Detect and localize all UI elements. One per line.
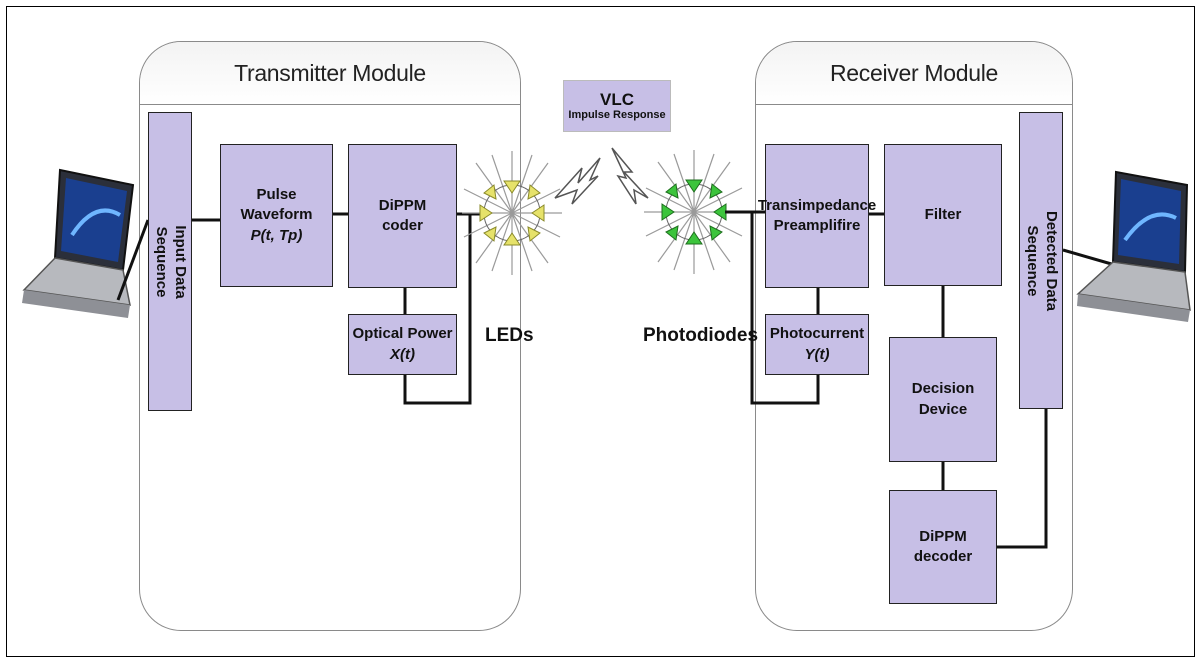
optical-label-line1: Optical Power (352, 325, 453, 343)
vlc-impulse-response-block: VLC Impulse Response (563, 80, 671, 132)
optical-power-block: Optical Power X(t) (348, 314, 457, 375)
decision-device-block: Decision Device (889, 337, 997, 462)
preamp-label-line1: Transimpedance (757, 196, 877, 214)
decoder-label-line2: decoder (913, 548, 973, 565)
photocurrent-label-line1: Photocurrent (769, 325, 865, 343)
vlc-title: VLC (600, 89, 634, 109)
decoder-label-line1: DiPPM (919, 527, 967, 545)
decision-label-line1: Decision (911, 380, 975, 398)
detected-label-line2: Sequence (1024, 225, 1041, 296)
coder-label-line2: coder (382, 217, 423, 234)
optical-label-line2: X(t) (390, 345, 415, 363)
coder-label-line1: DiPPM (378, 196, 427, 214)
detected-label-line1: Detected Data (1042, 210, 1060, 311)
leds-label: LEDs (485, 325, 534, 346)
pulse-label-line1: Pulse Waveform (240, 186, 313, 224)
pulse-waveform-block: Pulse Waveform P(t, Tp) (220, 144, 333, 287)
vlc-subtitle: Impulse Response (568, 109, 666, 122)
optical-signal-icon (554, 147, 649, 205)
receiver-title: Receiver Module (756, 42, 1072, 105)
detected-data-sequence-block: Detected Data Sequence (1019, 112, 1063, 409)
transimpedance-preamp-block: Transimpedance Preamplifire (758, 144, 876, 288)
photodiode-array-icon (644, 150, 744, 274)
dippm-coder-block: DiPPM coder (348, 144, 457, 288)
filter-block: Filter (884, 144, 1002, 286)
input-label-line1: Input Data (171, 224, 189, 299)
led-array-icon (462, 151, 562, 275)
transmitter-title: Transmitter Module (140, 42, 520, 105)
photocurrent-label-line2: Y(t) (804, 345, 830, 363)
preamp-label-line2: Preamplifire (773, 217, 861, 234)
pulse-label-line2: P(t, Tp) (250, 226, 303, 244)
laptop-left-icon (22, 168, 135, 318)
input-label-line2: Sequence (153, 226, 170, 297)
decision-label-line2: Device (918, 400, 968, 418)
photocurrent-block: Photocurrent Y(t) (765, 314, 869, 375)
laptop-right-icon (1076, 170, 1191, 322)
dippm-decoder-block: DiPPM decoder (889, 490, 997, 604)
input-data-sequence-block: Input Data Sequence (148, 112, 192, 411)
photodiodes-label: Photodiodes (643, 325, 759, 346)
filter-label: Filter (924, 205, 962, 223)
transmitter-module: Transmitter Module (139, 41, 521, 631)
